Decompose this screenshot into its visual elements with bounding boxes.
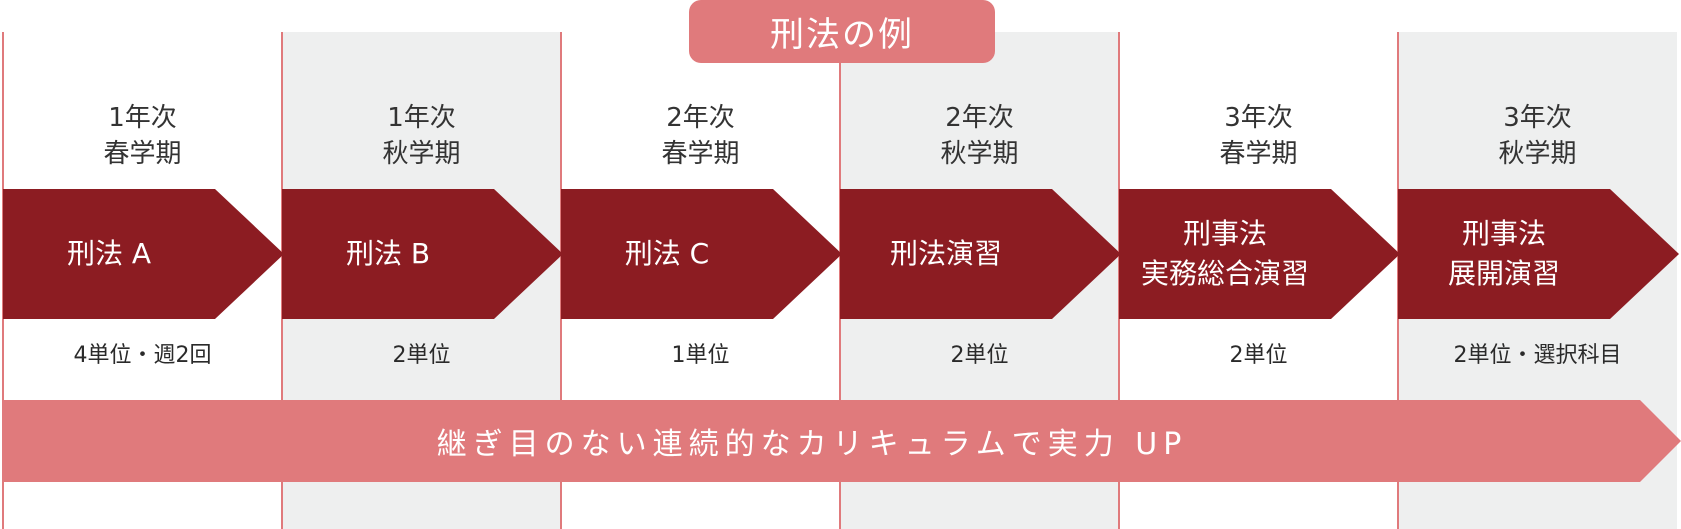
term-label-3: 2年次 春学期	[561, 100, 840, 172]
course-arrow-3: 刑法 C	[561, 189, 842, 319]
term-label-6: 3年次 秋学期	[1398, 100, 1677, 172]
term-year: 3年次	[1224, 103, 1293, 133]
term-semester: 春学期	[1219, 139, 1298, 169]
diagram-title: 刑法の例	[689, 0, 995, 63]
course-arrow-4: 刑法演習	[840, 189, 1121, 319]
course-name-line-2: 展開演習	[1447, 257, 1560, 290]
term-label-4: 2年次 秋学期	[840, 100, 1119, 172]
course-arrow-1: 刑法 A	[3, 189, 284, 319]
course-arrow-2: 刑法 B	[282, 189, 563, 319]
curriculum-banner-arrow: 継ぎ目のない連続的なカリキュラムで実力 UP	[3, 400, 1681, 482]
term-year: 3年次	[1503, 103, 1572, 133]
credit-label-2: 2単位	[392, 343, 451, 368]
course-arrow-6: 刑事法 展開演習	[1398, 189, 1679, 319]
course-name-line-1: 刑事法	[1182, 217, 1267, 250]
term-year: 2年次	[666, 103, 735, 133]
term-semester: 春学期	[661, 139, 740, 169]
course-name: 刑法演習	[889, 237, 1002, 270]
term-semester: 秋学期	[382, 139, 461, 169]
term-label-5: 3年次 春学期	[1119, 100, 1398, 172]
term-semester: 春学期	[103, 139, 182, 169]
course-name: 刑法 A	[66, 237, 152, 270]
term-year: 1年次	[108, 103, 177, 133]
credit-label-6: 2単位・選択科目	[1453, 343, 1622, 368]
course-arrow-5: 刑事法 実務総合演習	[1119, 189, 1400, 319]
credit-label-1: 4単位・週2回	[73, 343, 212, 368]
course-name-line-2: 実務総合演習	[1140, 257, 1309, 290]
credit-label-3: 1単位	[671, 343, 730, 368]
banner-text: 継ぎ目のない連続的なカリキュラムで実力 UP	[436, 427, 1188, 462]
term-semester: 秋学期	[940, 139, 1019, 169]
term-semester: 秋学期	[1498, 139, 1577, 169]
credit-label-5: 2単位	[1229, 343, 1288, 368]
term-label-2: 1年次 秋学期	[282, 100, 561, 172]
course-name: 刑法 C	[624, 237, 710, 270]
course-name: 刑法 B	[345, 237, 431, 270]
term-year: 1年次	[387, 103, 456, 133]
credit-label-4: 2単位	[950, 343, 1009, 368]
term-label-1: 1年次 春学期	[3, 100, 282, 172]
term-year: 2年次	[945, 103, 1014, 133]
course-name-line-1: 刑事法	[1461, 217, 1546, 250]
